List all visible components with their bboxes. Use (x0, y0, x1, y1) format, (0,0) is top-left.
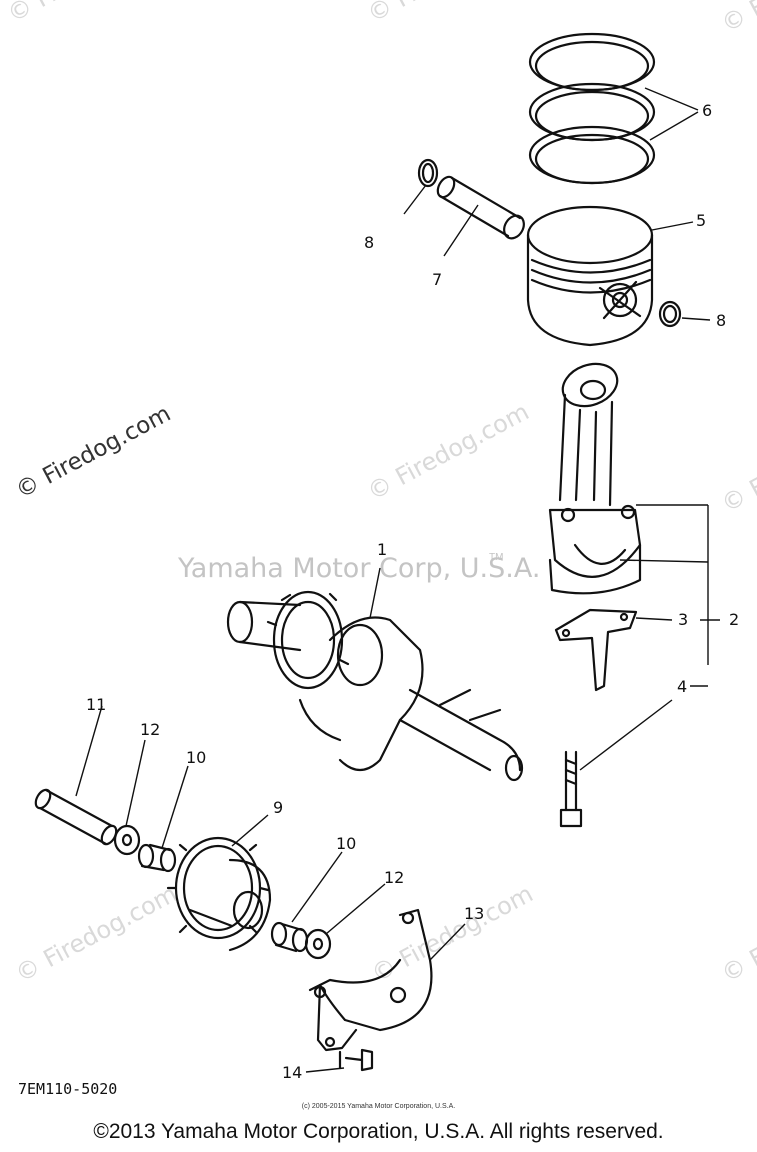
part-label-13: 13 (464, 904, 485, 923)
crankshaft (226, 590, 524, 782)
part-label-3: 3 (678, 610, 689, 629)
small-copyright: (c) 2005-2015 Yamaha Motor Corporation, … (301, 1103, 456, 1110)
balancer-gear (166, 836, 272, 952)
cover-plate (308, 908, 433, 1052)
main-copyright: ©2013 Yamaha Motor Corporation, U.S.A. A… (93, 1120, 664, 1143)
part-label-7: 7 (432, 270, 443, 289)
part-label-2: 2 (729, 610, 740, 629)
leader-lines (75, 87, 720, 1073)
part-label-1: 1 (377, 540, 388, 559)
piston (526, 205, 654, 347)
part-label-10: 10 (336, 834, 357, 853)
part-label-9: 9 (273, 798, 284, 817)
part-label-12: 12 (384, 868, 405, 887)
part-label-14: 14 (282, 1063, 303, 1082)
part-label-5: 5 (696, 211, 707, 230)
part-label-11: 11 (86, 695, 107, 714)
part-label-6: 6 (702, 101, 713, 120)
balancer-pin (34, 788, 118, 846)
part-label-8: 8 (716, 311, 727, 330)
piston-pin (436, 175, 525, 240)
piston-rings (528, 32, 656, 185)
part-label-10: 10 (186, 748, 207, 767)
part-label-4: 4 (677, 677, 688, 696)
cover-bolt (338, 1048, 374, 1072)
part-label-8: 8 (364, 233, 375, 252)
diagram-code: 7EM110-5020 (18, 1080, 118, 1098)
rod-bolt (559, 750, 583, 828)
lock-plate (554, 608, 638, 692)
yamaha-watermark: Yamaha Motor Corp, U.S.A. (178, 553, 541, 584)
circlips (417, 158, 682, 328)
connecting-rod (548, 362, 642, 595)
part-label-12: 12 (140, 720, 161, 739)
tm-mark: TM (489, 552, 504, 563)
bearings (137, 843, 309, 953)
